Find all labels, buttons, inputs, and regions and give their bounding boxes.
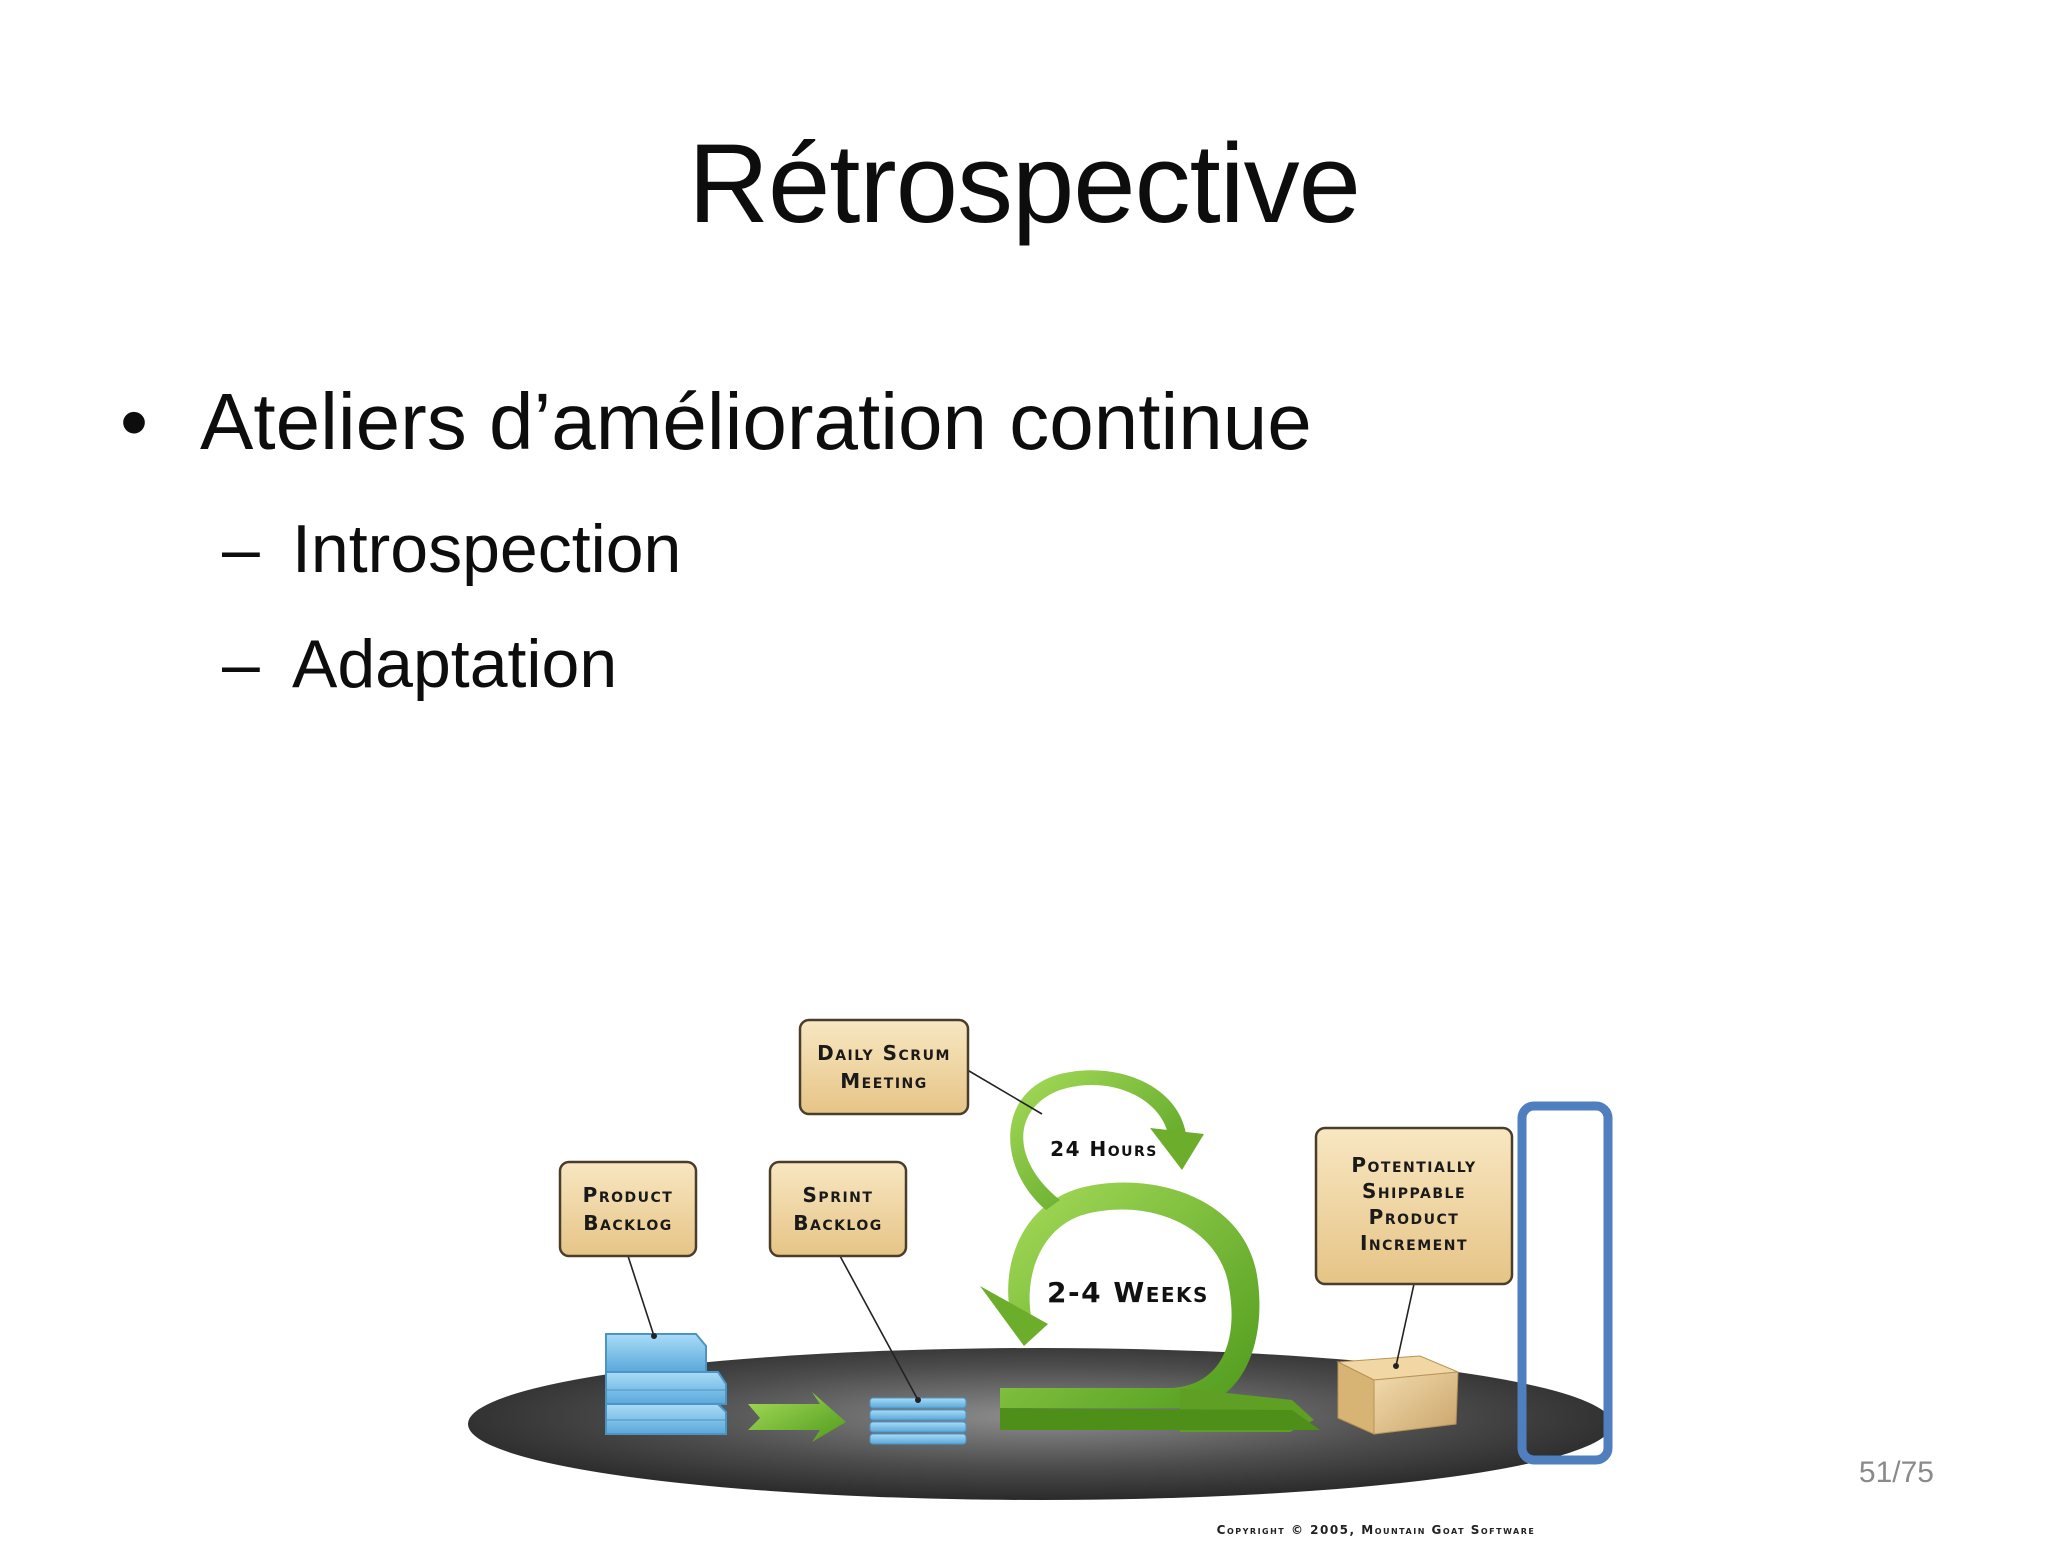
label-sprint-backlog-line2: Backlog: [793, 1211, 883, 1235]
label-increment-line3: Product: [1369, 1205, 1460, 1229]
label-sprint-backlog: Sprint Backlog: [768, 1160, 908, 1258]
label-24-hours: 24 Hours: [1050, 1137, 1158, 1161]
sub-marker: –: [222, 626, 260, 702]
label-daily-scrum-line1: Daily Scrum: [817, 1041, 951, 1065]
flow-arrow-backlogs: [748, 1392, 846, 1442]
sprint-cycle-arrow: [980, 1182, 1320, 1432]
label-2-4-weeks: 2-4 Weeks: [1047, 1276, 1209, 1309]
shippable-product-box: [1336, 1355, 1459, 1435]
label-increment-line2: Shippable: [1362, 1179, 1466, 1203]
leader-dot: [1393, 1363, 1399, 1369]
label-product-backlog: Product Backlog: [558, 1160, 698, 1258]
label-daily-scrum-line2: Meeting: [840, 1069, 928, 1093]
label-increment-line4: Increment: [1360, 1231, 1468, 1255]
sub-text: Introspection: [292, 511, 682, 587]
label-increment-line1: Potentially: [1351, 1153, 1476, 1177]
sub-item-introspection: –Introspection: [222, 515, 681, 583]
slide-title: Rétrospective: [688, 121, 1361, 246]
highlight-frame: [1517, 1101, 1613, 1465]
sub-text: Adaptation: [292, 626, 618, 702]
sub-marker: –: [222, 511, 260, 587]
page-number: 51/75: [1858, 1456, 1934, 1489]
daily-cycle-arrow: [1010, 1070, 1204, 1210]
leader-lines: [627, 1067, 1415, 1401]
label-product-backlog-line1: Product: [583, 1183, 674, 1207]
label-increment: Potentially Shippable Product Increment: [1314, 1126, 1514, 1286]
product-backlog-stack: [605, 1333, 727, 1435]
sub-item-adaptation: –Adaptation: [222, 630, 617, 698]
bullet-item: •Ateliers d’amélioration continue: [120, 382, 1312, 462]
bullet-marker: •: [120, 377, 149, 466]
label-daily-scrum: Daily Scrum Meeting: [798, 1018, 970, 1116]
leader-dot: [915, 1397, 921, 1403]
bullet-text: Ateliers d’amélioration continue: [200, 377, 1312, 466]
label-product-backlog-line2: Backlog: [583, 1211, 673, 1235]
copyright-text: Copyright © 2005, Mountain Goat Software: [1217, 1523, 1536, 1536]
label-sprint-backlog-line1: Sprint: [803, 1183, 874, 1207]
leader-dot: [651, 1333, 657, 1339]
